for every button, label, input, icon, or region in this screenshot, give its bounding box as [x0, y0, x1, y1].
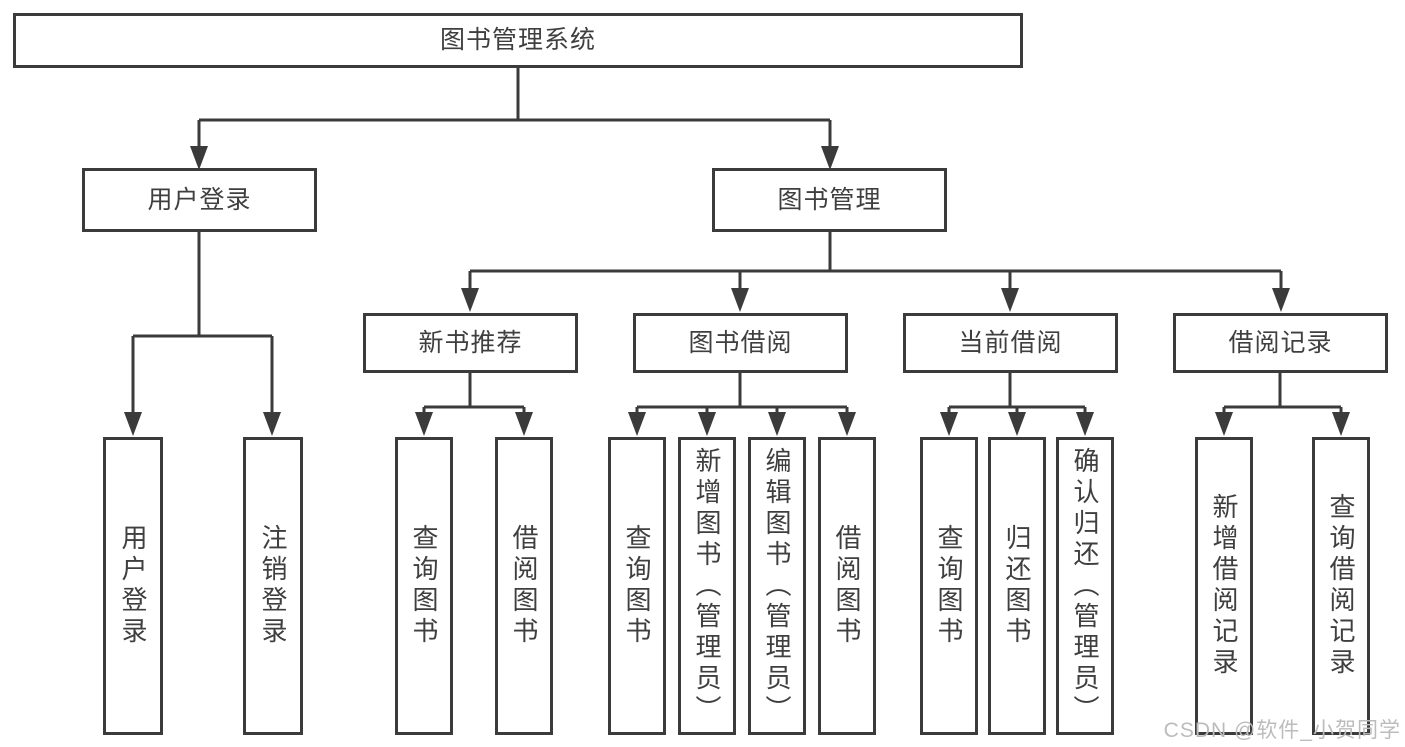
arrowhead [515, 412, 533, 436]
leaf-label: 新增借阅记录 [1209, 493, 1239, 679]
leaf-borrow-books-recommend: 借阅图书 [495, 437, 553, 735]
leaf-label: 查询图书 [622, 524, 652, 648]
connector-book-management-to-level2 [468, 232, 1283, 296]
leaf-label: 确认归还（管理员） [1070, 446, 1100, 726]
leaf-label: 注销登录 [258, 524, 288, 648]
connector-borrow-records-to-leaves [1222, 371, 1343, 418]
leaf-user-login: 用户登录 [103, 437, 163, 735]
connector-current-borrow-to-leaves [947, 371, 1087, 418]
leaf-borrow-books-borrowing: 借阅图书 [818, 437, 876, 735]
leaf-add-book-admin: 新增图书（管理员） [678, 437, 736, 735]
leaf-edit-book-admin: 编辑图书（管理员） [748, 437, 806, 735]
arrowhead [768, 412, 786, 436]
leaf-label: 归还图书 [1002, 524, 1032, 648]
arrowhead [190, 146, 208, 170]
arrowhead [1076, 412, 1094, 436]
node-book-borrowing: 图书借阅 [633, 313, 848, 373]
leaf-query-books-recommend: 查询图书 [395, 437, 453, 735]
arrowhead [698, 412, 716, 436]
arrowhead [415, 412, 433, 436]
connector-root-to-level1 [197, 68, 832, 154]
arrowhead [461, 288, 479, 312]
arrowhead [940, 412, 958, 436]
leaf-label: 查询图书 [934, 524, 964, 648]
arrowhead [731, 288, 749, 312]
node-new-book-recommendation: 新书推荐 [363, 313, 578, 373]
node-user-login: 用户登录 [82, 168, 317, 232]
arrowhead [1215, 412, 1233, 436]
arrowhead [1001, 288, 1019, 312]
leaf-label: 借阅图书 [509, 524, 539, 648]
leaf-label: 用户登录 [118, 524, 148, 648]
connector-book-borrow-to-leaves [635, 371, 849, 418]
arrowhead [124, 412, 142, 436]
csdn-watermark: CSDN @软件_小贺同学 [1163, 719, 1401, 742]
leaf-label: 查询图书 [409, 524, 439, 648]
node-library-management-system: 图书管理系统 [13, 13, 1023, 68]
connector-new-book-to-leaves [422, 371, 526, 418]
leaf-label: 借阅图书 [832, 524, 862, 648]
arrowhead [263, 412, 281, 436]
arrowhead [838, 412, 856, 436]
connector-user-login-to-leaves [131, 232, 274, 420]
leaf-label: 编辑图书（管理员） [762, 446, 792, 726]
arrowhead [1332, 412, 1350, 436]
arrowhead [1008, 412, 1026, 436]
arrowhead [1272, 288, 1290, 312]
leaf-add-borrow-record: 新增借阅记录 [1195, 437, 1253, 735]
leaf-query-borrow-record: 查询借阅记录 [1312, 437, 1370, 735]
node-borrowing-records: 借阅记录 [1173, 313, 1388, 373]
arrowhead [821, 146, 839, 170]
leaf-label: 查询借阅记录 [1326, 493, 1356, 679]
node-current-borrowing: 当前借阅 [903, 313, 1118, 373]
leaf-label: 新增图书（管理员） [692, 446, 722, 726]
leaf-logout: 注销登录 [243, 437, 303, 735]
node-book-management: 图书管理 [712, 168, 947, 232]
arrowhead [628, 412, 646, 436]
leaf-query-books-current: 查询图书 [920, 437, 978, 735]
leaf-return-books: 归还图书 [988, 437, 1046, 735]
leaf-query-books-borrowing: 查询图书 [608, 437, 666, 735]
leaf-confirm-return-admin: 确认归还（管理员） [1056, 437, 1114, 735]
